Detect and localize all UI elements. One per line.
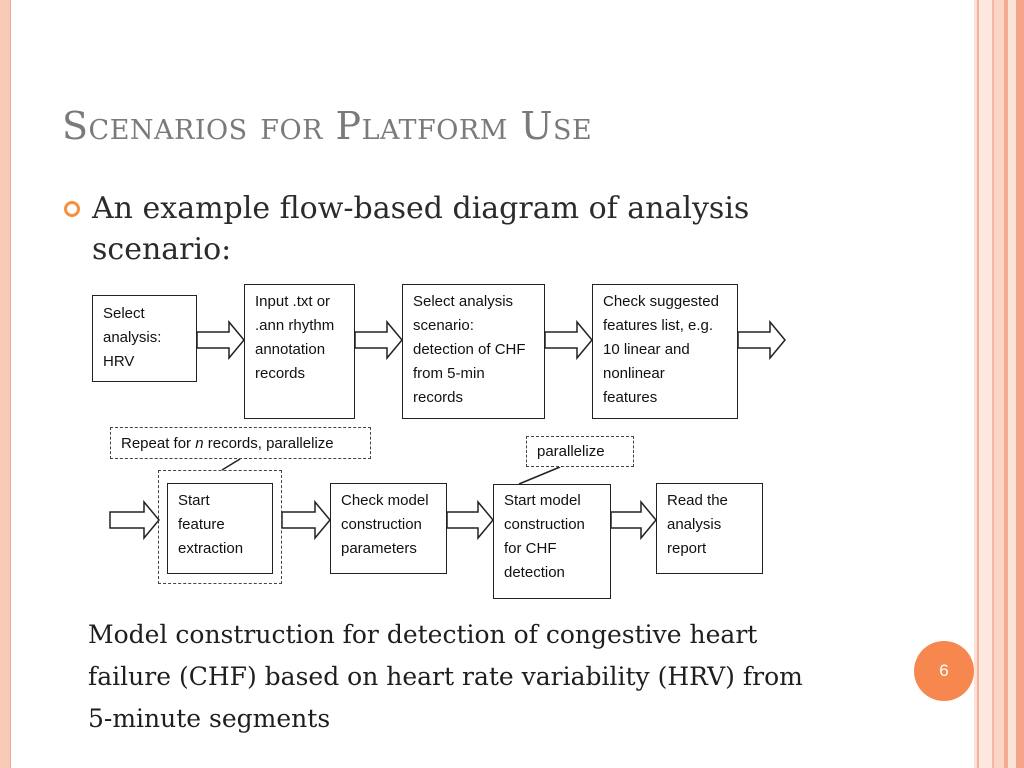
- slide-title: Scenarios for Platform Use: [62, 104, 593, 148]
- parallelize-note-connector: [518, 466, 561, 485]
- bullet-circle-icon: [64, 201, 80, 217]
- arrow-2-3: [354, 319, 403, 361]
- step-read-analysis-report: Read the analysis report: [656, 483, 763, 574]
- page-number-badge: 6: [914, 641, 974, 701]
- bullet-text: An example flow-based diagram of analysi…: [92, 191, 750, 267]
- right-stripes-decoration: [974, 0, 1024, 768]
- step-select-scenario: Select analysis scenario: detection of C…: [402, 284, 545, 419]
- feature-extraction-dashed-frame: [158, 470, 282, 584]
- repeat-note-italic: n: [195, 434, 204, 452]
- diagram-caption: Model construction for detection of cong…: [88, 620, 803, 733]
- step-check-features: Check suggested features list, e.g. 10 l…: [592, 284, 738, 419]
- arrow-3-4: [544, 319, 593, 361]
- left-border-decoration: [0, 0, 11, 768]
- parallelize-note: parallelize: [526, 436, 634, 467]
- repeat-note-suffix: records, parallelize: [203, 434, 334, 452]
- step-start-model-construction: Start model construction for CHF detecti…: [493, 484, 611, 599]
- repeat-note: Repeat for n records, parallelize: [110, 427, 371, 459]
- arrow-in-5: [109, 499, 160, 541]
- arrow-7-8: [610, 499, 657, 541]
- arrow-1-2: [196, 319, 245, 361]
- arrow-6-7: [446, 499, 494, 541]
- step-start-feature-extraction: Start feature extraction: [167, 483, 273, 574]
- step-check-model-parameters: Check model construction parameters: [330, 483, 447, 574]
- arrow-5-6: [281, 499, 331, 541]
- repeat-note-connector: [221, 458, 241, 471]
- repeat-note-prefix: Repeat for: [121, 434, 196, 452]
- step-input-records: Input .txt or .ann rhythm annotation rec…: [244, 284, 355, 419]
- arrow-4-out: [737, 319, 786, 361]
- step-select-analysis: Select analysis: HRV: [92, 295, 197, 382]
